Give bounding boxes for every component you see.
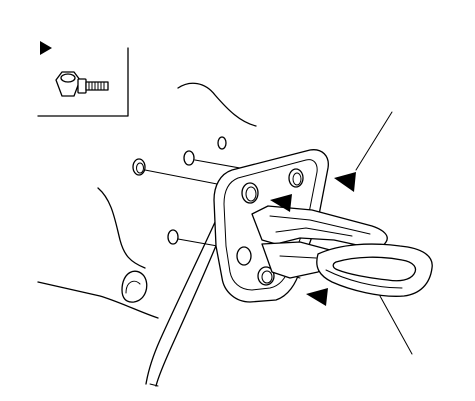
plate-hole-lower-left — [236, 246, 252, 266]
plate-hole-bottom — [257, 266, 275, 286]
panel-left-edge — [97, 187, 146, 269]
hole-upper-mid — [183, 150, 195, 166]
plate-hole-top-right — [288, 168, 304, 188]
panel-bottom-edge — [37, 281, 159, 319]
tow-hook — [251, 205, 433, 297]
tow-hook-arm — [251, 205, 388, 251]
leader-lines — [355, 111, 413, 355]
body-panel — [37, 82, 257, 387]
hole-lower-left — [167, 229, 179, 245]
bumper-reinforcement-right — [155, 225, 225, 387]
bolt-markers — [270, 172, 356, 306]
bolt-marker-middle — [270, 194, 292, 212]
leader-upper — [355, 111, 393, 171]
panel-upper-curve — [177, 82, 257, 127]
legend-box-border — [37, 47, 129, 117]
hole-upper-small — [217, 136, 227, 150]
fastener-legend — [37, 41, 129, 117]
tow-hook-eye — [332, 256, 417, 282]
body-holes — [132, 136, 227, 245]
leader-lower — [379, 295, 413, 355]
triangle-marker-icon — [40, 41, 52, 55]
bumper-reinforcement-left — [145, 219, 217, 385]
panel-mount-hole — [121, 270, 148, 303]
hole-upper-left — [132, 158, 146, 176]
bolt-marker-lower — [306, 288, 328, 306]
flange-bolt-icon — [55, 71, 109, 97]
bolt-marker-upper — [334, 172, 356, 192]
